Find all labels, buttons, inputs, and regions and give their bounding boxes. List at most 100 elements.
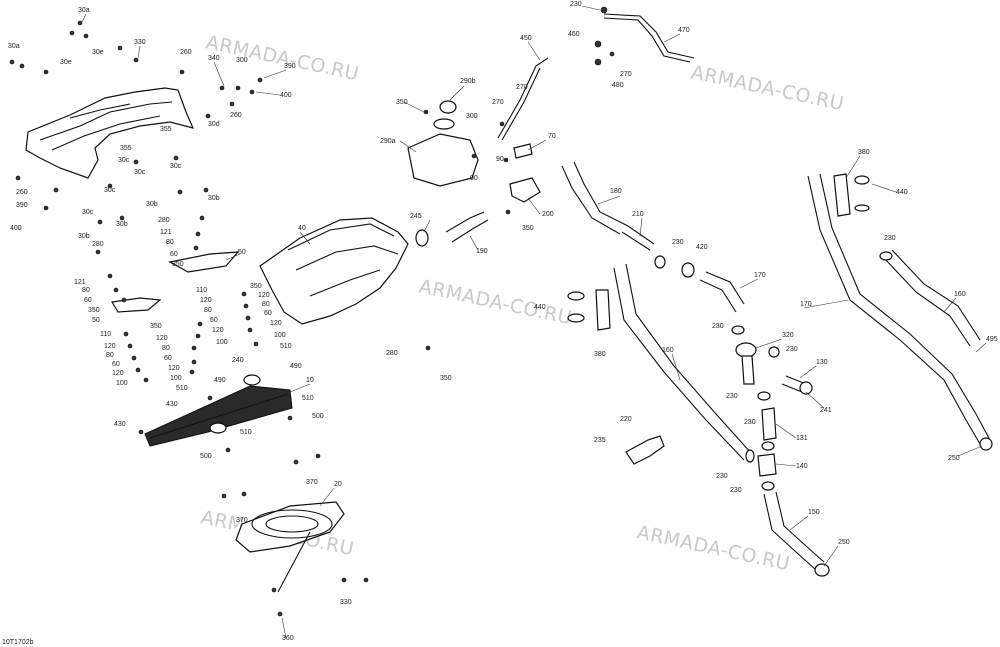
callout-label: 230 bbox=[884, 235, 896, 242]
callout-label: 360 bbox=[282, 635, 294, 642]
callout-label: 390 bbox=[284, 63, 296, 70]
callout-label: 50 bbox=[92, 317, 100, 324]
callout-label: 60 bbox=[264, 310, 272, 317]
callout-label: 120 bbox=[212, 327, 224, 334]
drawing-code: 10T1702b bbox=[2, 639, 34, 646]
callout-label: 390 bbox=[16, 202, 28, 209]
callout-label: 30a bbox=[78, 7, 90, 14]
callout-label: 70 bbox=[548, 133, 556, 140]
callout-label: 30c bbox=[104, 187, 116, 194]
callout-label: 100 bbox=[216, 339, 228, 346]
callout-label: 270 bbox=[492, 99, 504, 106]
side-panel-40 bbox=[259, 217, 409, 325]
callout-label: 90 bbox=[470, 175, 478, 182]
callout-label: 120 bbox=[200, 297, 212, 304]
fastener-bolts bbox=[9, 6, 615, 617]
hose-160-right bbox=[883, 249, 981, 347]
callout-label: 260 bbox=[230, 112, 242, 119]
callout-label: 190 bbox=[476, 248, 488, 255]
callout-label: 355 bbox=[160, 126, 172, 133]
callout-label: 490 bbox=[214, 377, 226, 384]
callout-label: 120 bbox=[104, 343, 116, 350]
callout-label: 110 bbox=[196, 287, 207, 294]
callout-label: 120 bbox=[270, 320, 282, 327]
callout-label: 30c bbox=[134, 169, 146, 176]
callout-label: 400 bbox=[10, 225, 22, 232]
callout-label: 430 bbox=[166, 401, 178, 408]
callout-label: 120 bbox=[168, 365, 180, 372]
callout-label: 30b bbox=[78, 233, 90, 240]
callout-label: 510 bbox=[240, 429, 252, 436]
callout-label: 170 bbox=[800, 301, 812, 308]
callout-label: 370 bbox=[306, 479, 318, 486]
watermark: ARMADA-CO.RU bbox=[417, 275, 574, 329]
callout-label: 230 bbox=[570, 1, 582, 8]
hose-210 bbox=[621, 225, 655, 251]
callout-label: 490 bbox=[290, 363, 302, 370]
sleeve-380-top bbox=[833, 173, 851, 217]
callout-label: 450 bbox=[520, 35, 532, 42]
callout-label: 320 bbox=[782, 332, 794, 339]
callout-label: 230 bbox=[726, 393, 738, 400]
callout-label: 170 bbox=[754, 272, 766, 279]
callout-label: 270 bbox=[516, 84, 528, 91]
callout-label: 80 bbox=[204, 307, 212, 314]
callout-label: 350 bbox=[172, 261, 184, 268]
callout-label: 30b bbox=[116, 221, 128, 228]
callout-label: 350 bbox=[522, 225, 534, 232]
callout-label: 230 bbox=[716, 473, 728, 480]
callout-label: 160 bbox=[662, 347, 674, 354]
callout-label: 280 bbox=[386, 350, 398, 357]
callout-label: 100 bbox=[274, 332, 286, 339]
callout-label: 290a bbox=[380, 138, 396, 145]
callout-label: 80 bbox=[262, 301, 270, 308]
callout-label: 100 bbox=[116, 380, 128, 387]
callout-label: 480 bbox=[612, 82, 624, 89]
callout-label: 370 bbox=[236, 517, 248, 524]
callout-label: 440 bbox=[896, 189, 908, 196]
callout-label: 120 bbox=[112, 370, 124, 377]
callout-label: 30b bbox=[208, 195, 220, 202]
callout-label: 30e bbox=[60, 59, 72, 66]
callout-label: 30c bbox=[82, 209, 94, 216]
callout-label: 340 bbox=[208, 55, 220, 62]
callout-label: 30e bbox=[92, 49, 104, 56]
callout-label: 280 bbox=[92, 241, 104, 248]
callout-label: 90 bbox=[496, 156, 504, 163]
callout-label: 355 bbox=[120, 145, 132, 152]
callout-label: 40 bbox=[298, 225, 306, 232]
clamp-245 bbox=[415, 229, 429, 247]
hose-170-long bbox=[807, 173, 991, 445]
callout-label: 300 bbox=[236, 57, 248, 64]
coolant-reservoir bbox=[407, 100, 479, 187]
callout-label: 270 bbox=[620, 71, 632, 78]
callout-label: 140 bbox=[796, 463, 808, 470]
callout-label: 250 bbox=[838, 539, 850, 546]
callout-labels: 30a 30a 30e 30e 330 260 340 300 390 400 … bbox=[8, 1, 998, 642]
callout-label: 230 bbox=[672, 239, 684, 246]
hose-150 bbox=[763, 491, 825, 571]
callout-label: 80 bbox=[162, 345, 170, 352]
callout-label: 350 bbox=[396, 99, 408, 106]
callout-label: 80 bbox=[82, 287, 90, 294]
hose-131 bbox=[761, 407, 777, 441]
callout-label: 350 bbox=[150, 323, 162, 330]
callout-label: 160 bbox=[954, 291, 966, 298]
callout-label: 440 bbox=[534, 304, 546, 311]
callout-label: 110 bbox=[100, 331, 111, 338]
callout-label: 60 bbox=[170, 251, 178, 258]
callout-label: 230 bbox=[786, 346, 798, 353]
hose-170-short bbox=[699, 271, 745, 313]
radiator bbox=[144, 374, 293, 447]
callout-label: 80 bbox=[106, 352, 114, 359]
hose-clamps bbox=[567, 175, 993, 577]
callout-label: 510 bbox=[280, 343, 292, 350]
callout-label: 220 bbox=[620, 416, 632, 423]
fitting-140 bbox=[757, 453, 777, 477]
callout-label: 500 bbox=[312, 413, 324, 420]
callout-label: 330 bbox=[134, 39, 146, 46]
watermark: ARMADA-CO.RU bbox=[204, 31, 361, 85]
callout-label: 30a bbox=[8, 43, 20, 50]
watermark: ARMADA-CO.RU bbox=[689, 61, 846, 115]
